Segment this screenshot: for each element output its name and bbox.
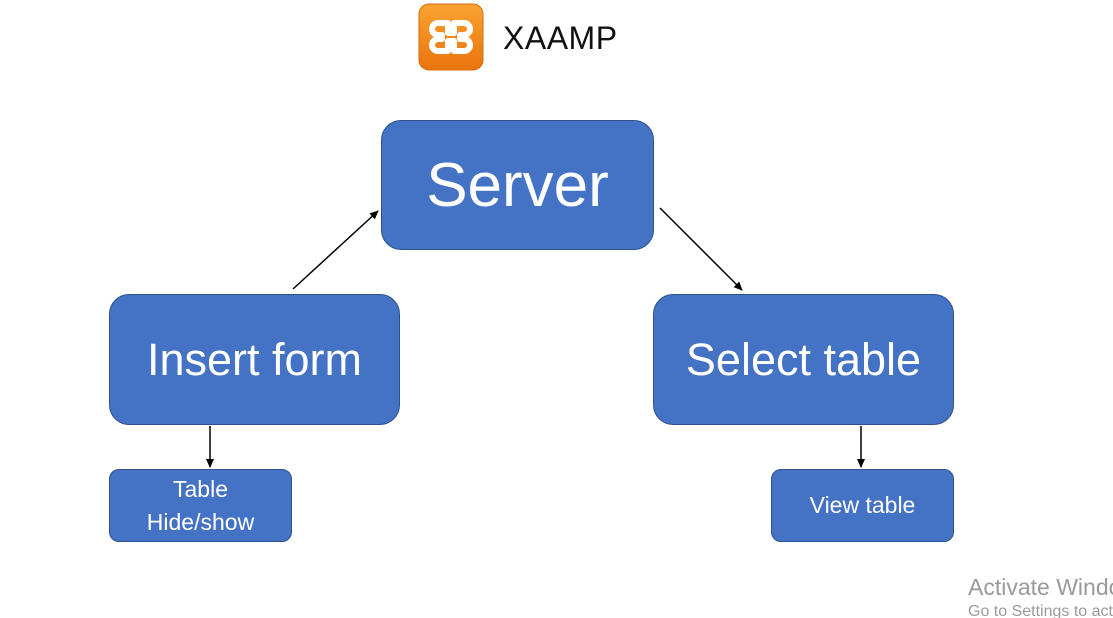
insert-form-label: Insert form — [146, 333, 363, 385]
app-title: XAAMP — [503, 20, 618, 56]
view-table-node: View table — [771, 469, 954, 542]
table-hide-show-node: Table Hide/show — [109, 469, 292, 542]
view-table-label: View table — [809, 492, 916, 518]
arrow-insert-to-server — [292, 210, 379, 290]
arrow-server-to-select — [659, 207, 743, 291]
table-hide-show-label-line1: Table — [173, 476, 228, 503]
watermark-line1: Activate Windows — [968, 574, 1113, 600]
table-hide-show-label-line2: Hide/show — [146, 508, 255, 535]
watermark-line2: Go to Settings to activate Windows. — [968, 603, 1113, 618]
xampp-logo-icon — [418, 3, 484, 71]
select-table-label: Select table — [685, 333, 922, 385]
server-label: Server — [426, 150, 609, 220]
insert-form-node: Insert form — [109, 294, 400, 425]
select-table-node: Select table — [653, 294, 954, 425]
activation-watermark: Activate Windows Go to Settings to activ… — [968, 574, 1113, 618]
server-node: Server — [381, 120, 654, 250]
